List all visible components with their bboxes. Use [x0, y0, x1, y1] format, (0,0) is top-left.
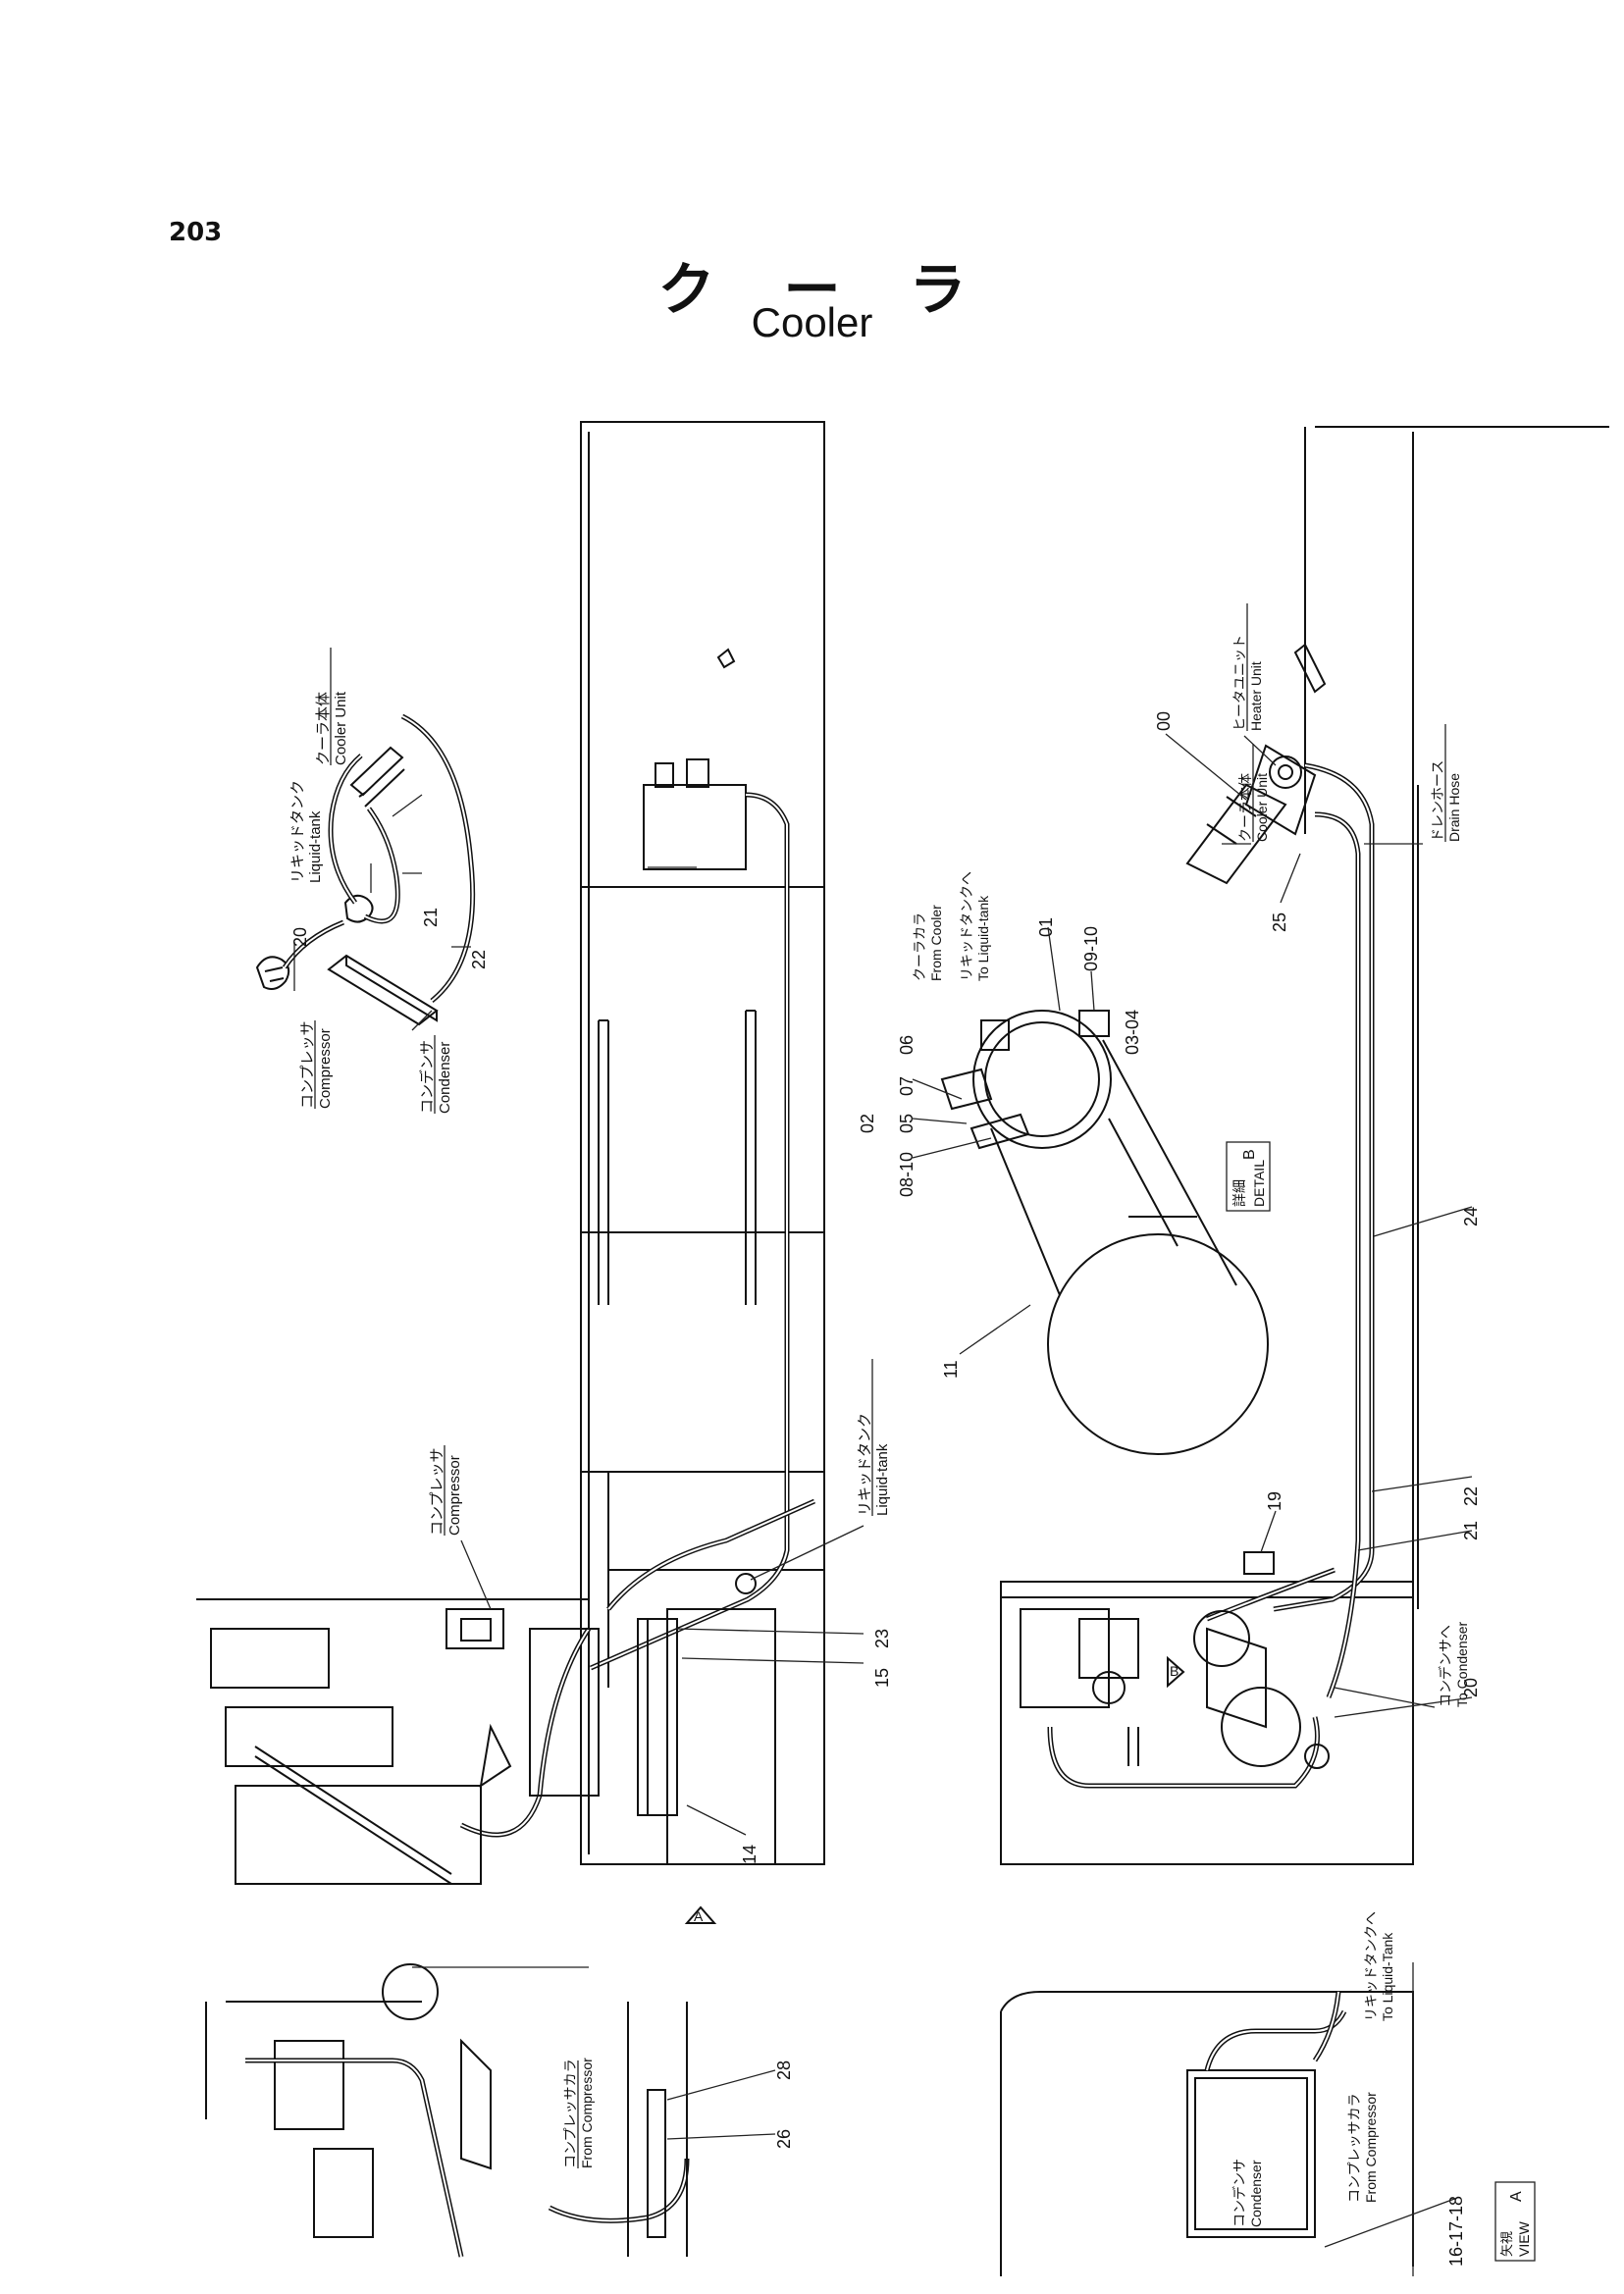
overview-liquid-tank-label-en: Liquid-tank: [307, 810, 324, 883]
callout-24: 24: [1461, 1207, 1481, 1226]
left-liquid-tank-label-jp: リキッドタンク: [857, 1413, 873, 1516]
view-a-from-compressor-label-jp: コンプレッサカラ: [1346, 2093, 1362, 2203]
view-a: [1000, 1962, 1414, 2276]
callout-28: 28: [774, 2060, 794, 2080]
bottom-left-detail: [205, 1963, 690, 2258]
to-liquid-tank-label-jp: リキッドタンクへ: [959, 871, 974, 981]
overview-callout-21: 21: [421, 908, 441, 927]
cab-frame-right: [1000, 426, 1609, 1865]
page-title: Cooler: [751, 299, 873, 345]
overview-compressor: [255, 956, 290, 990]
callout-03-04: 03-04: [1123, 1010, 1142, 1055]
callout-16-17-18: 16-17-18: [1446, 2196, 1466, 2267]
heater-unit-label-en: Heater Unit: [1248, 661, 1264, 731]
callout-23: 23: [872, 1629, 892, 1648]
overview-liquid-tank: [343, 894, 374, 923]
callout-20-right: 20: [1461, 1678, 1481, 1697]
system-overview: [255, 713, 476, 1031]
to-liquid-tank-label-en: To Liquid-tank: [975, 895, 991, 981]
callout-26: 26: [774, 2129, 794, 2149]
detail-b-title-jp: 詳細: [1231, 1179, 1247, 1207]
detail-b-marker-letter: B: [1170, 1663, 1179, 1679]
cooler-unit-left: [643, 648, 747, 870]
view-a-title-jp: 矢視: [1499, 2231, 1514, 2257]
callout-14: 14: [740, 1845, 760, 1864]
callout-05: 05: [897, 1114, 917, 1133]
overview-cooler-unit-label-en: Cooler Unit: [333, 691, 349, 765]
callout-07: 07: [897, 1076, 917, 1096]
from-cooler-label-jp: クーラカラ: [912, 912, 927, 981]
detail-b-title: DETAIL: [1251, 1160, 1267, 1207]
left-compressor-label-en: Compressor: [446, 1455, 463, 1536]
cooler-unit-right: [1185, 783, 1287, 885]
right-cooler-unit-label-en: Cooler Unit: [1254, 773, 1270, 842]
overview-condenser-label-en: Condenser: [437, 1042, 453, 1114]
overview-callout-22: 22: [469, 950, 489, 969]
drain-hose-label-jp: ドレンホース: [1430, 760, 1445, 842]
callout-06: 06: [897, 1035, 917, 1055]
cab-frame-left: [580, 421, 825, 1865]
overview-callout-20: 20: [290, 927, 310, 947]
overview-condenser: [327, 954, 439, 1026]
overview-compressor-label-jp: コンプレッサ: [299, 1020, 316, 1109]
view-a-marker-letter: A: [694, 1908, 704, 1924]
drain-hose-label-en: Drain Hose: [1446, 773, 1462, 842]
overview-cooler-unit: [349, 746, 405, 808]
from-cooler-label-en: From Cooler: [928, 905, 944, 981]
view-a-marker: A: [684, 1905, 717, 1924]
detail-b: [940, 1010, 1269, 1455]
view-a-condenser-label-jp: コンデンサ: [1231, 2159, 1247, 2227]
callout-22-right: 22: [1461, 1486, 1481, 1506]
left-liquid-tank-label-en: Liquid-tank: [874, 1443, 891, 1516]
page-title-japanese: クーラ: [657, 256, 1035, 323]
overview-condenser-label-jp: コンデンサ: [418, 1040, 436, 1114]
view-a-title: VIEW: [1516, 2220, 1532, 2257]
view-a-from-compressor-label-en: From Compressor: [1363, 2092, 1379, 2203]
overview-hose-21: [363, 807, 400, 924]
to-condenser-label-jp: コンデンサへ: [1438, 1625, 1453, 1707]
callout-01: 01: [1036, 917, 1056, 937]
callout-11: 11: [941, 1360, 961, 1379]
overview-compressor-label-en: Compressor: [317, 1028, 334, 1109]
from-compressor-label-en: From Compressor: [579, 2058, 595, 2168]
callout-25: 25: [1270, 912, 1289, 932]
from-compressor-label-jp: コンプレッサカラ: [562, 2059, 578, 2168]
overview-cooler-unit-label-jp: クーラ本体: [315, 692, 332, 765]
refrigerant-piping-left: [459, 792, 816, 1838]
right-cooler-unit-label-jp: クーラ本体: [1237, 773, 1253, 842]
engine-compartment-right: [1020, 1608, 1330, 1769]
view-a-to-liquid-tank-label-jp: リキッドタンクへ: [1363, 1911, 1379, 2021]
view-a-to-liquid-tank-label-en: To Liquid-Tank: [1380, 1932, 1395, 2021]
callout-15: 15: [872, 1668, 892, 1688]
callout-02: 02: [858, 1114, 877, 1133]
callout-19: 19: [1265, 1491, 1284, 1511]
callout-09-10: 09-10: [1081, 926, 1101, 971]
view-a-condenser-label-en: Condenser: [1248, 2160, 1264, 2227]
to-condenser-label-en: To Condenser: [1454, 1621, 1470, 1707]
left-compressor-label-jp: コンプレッサ: [429, 1447, 445, 1536]
page-number: 203: [169, 218, 223, 247]
callout-00: 00: [1154, 711, 1174, 731]
engine-compartment-left: [196, 1598, 776, 1885]
view-a-letter: A: [1508, 2191, 1525, 2202]
detail-b-marker: B: [1167, 1655, 1185, 1689]
overview-liquid-tank-label-jp: リキッドタンク: [289, 780, 306, 883]
detail-b-letter: B: [1241, 1149, 1258, 1160]
heater-unit-label-jp: ヒータユニット: [1231, 635, 1247, 731]
callout-08-10: 08-10: [897, 1152, 917, 1197]
refrigerant-piping-right: [1047, 762, 1375, 1789]
